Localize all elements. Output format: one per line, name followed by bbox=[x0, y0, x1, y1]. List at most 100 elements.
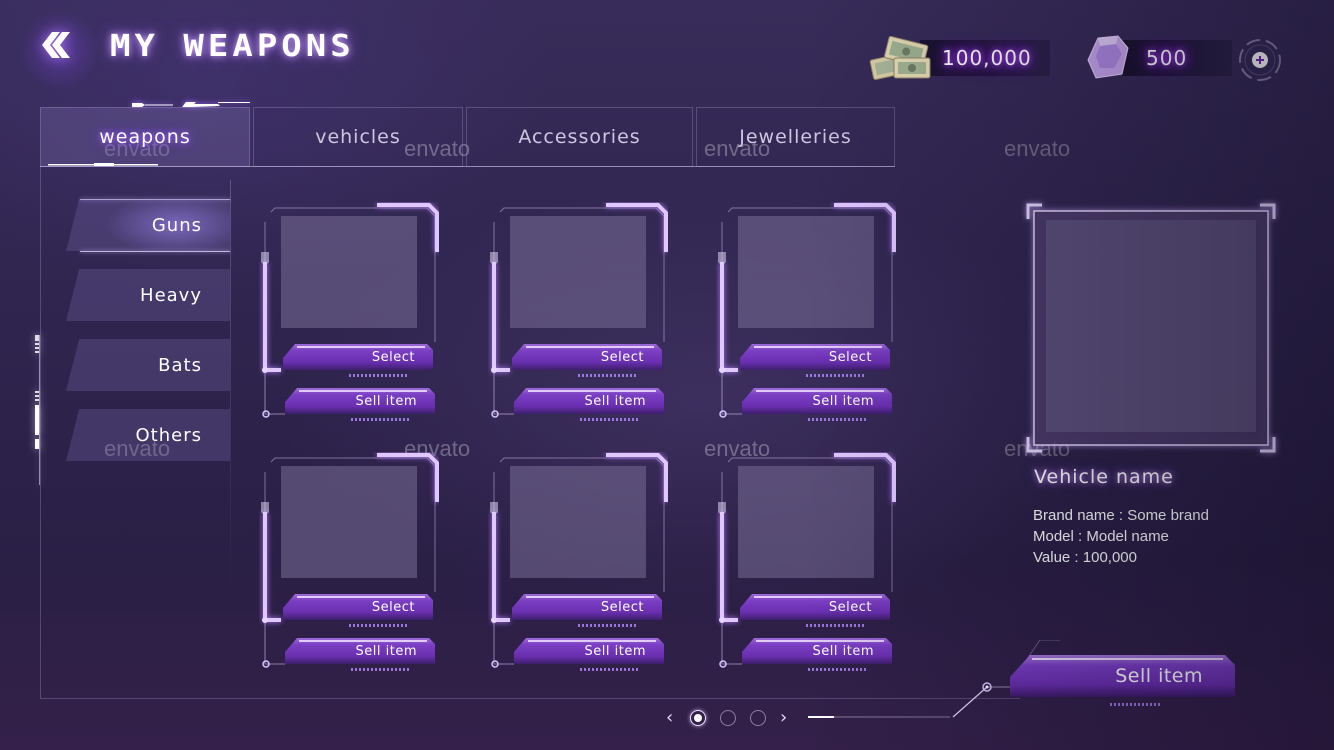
sell-label: Sell item bbox=[355, 643, 417, 659]
category-bats[interactable]: Bats bbox=[66, 339, 230, 391]
button-decoration bbox=[351, 418, 411, 421]
tab-baseline bbox=[40, 166, 895, 167]
pagination-next[interactable]: › bbox=[780, 708, 794, 728]
button-decoration bbox=[578, 624, 638, 627]
sell-selected-item-button[interactable]: Sell item bbox=[1010, 655, 1235, 697]
item-image-placeholder bbox=[738, 466, 874, 578]
tab-accessories[interactable]: Accessories bbox=[466, 107, 693, 167]
button-decoration bbox=[580, 418, 640, 421]
detail-brand: Brand name : Some brand bbox=[1033, 507, 1209, 524]
sell-label: Sell item bbox=[1115, 665, 1203, 687]
detail-model: Model : Model name bbox=[1033, 528, 1169, 545]
gem-balance: 500 bbox=[1122, 40, 1232, 76]
chevron-left-icon: ‹ bbox=[666, 707, 674, 728]
item-card[interactable]: Select Sell item bbox=[716, 452, 896, 682]
plus-circle-icon bbox=[1239, 39, 1281, 81]
select-label: Select bbox=[828, 599, 872, 615]
watermark: envato bbox=[104, 136, 171, 161]
sell-label: Sell item bbox=[584, 393, 646, 409]
detail-value: Value : 100,000 bbox=[1033, 549, 1137, 566]
item-image-placeholder bbox=[510, 216, 646, 328]
watermark: envato bbox=[404, 136, 471, 161]
sell-label: Sell item bbox=[812, 643, 874, 659]
pagination-dot-1[interactable] bbox=[690, 710, 706, 726]
select-label: Select bbox=[600, 349, 644, 365]
button-decoration bbox=[349, 374, 409, 377]
tab-vehicles[interactable]: vehicles bbox=[253, 107, 463, 167]
cash-balance: 100,000 bbox=[920, 40, 1050, 76]
category-guns[interactable]: Guns bbox=[66, 199, 230, 251]
page-title: MY WEAPONS bbox=[110, 28, 355, 64]
scroll-indicator[interactable] bbox=[32, 335, 42, 485]
category-highlight-line bbox=[80, 251, 230, 252]
category-divider bbox=[230, 180, 231, 600]
watermark: envato bbox=[704, 436, 771, 461]
tab-label: vehicles bbox=[315, 126, 401, 148]
back-button[interactable] bbox=[38, 30, 74, 60]
item-card[interactable]: Select Sell item bbox=[259, 202, 439, 432]
sell-item-button[interactable]: Sell item bbox=[285, 388, 435, 414]
card-frame bbox=[490, 453, 668, 668]
pagination-prev[interactable]: ‹ bbox=[666, 708, 680, 728]
tab-weapons[interactable]: weapons bbox=[40, 107, 250, 167]
category-heavy[interactable]: Heavy bbox=[66, 269, 230, 321]
sell-item-button[interactable]: Sell item bbox=[514, 638, 664, 664]
item-card[interactable]: Select Sell item bbox=[488, 452, 668, 682]
item-card[interactable]: Select Sell item bbox=[716, 202, 896, 432]
select-label: Select bbox=[371, 349, 415, 365]
tab-label: Jewelleries bbox=[739, 126, 852, 148]
button-decoration bbox=[578, 374, 638, 377]
select-label: Select bbox=[828, 349, 872, 365]
pagination-dot-3[interactable] bbox=[750, 710, 766, 726]
select-button[interactable]: Select bbox=[512, 594, 662, 620]
sell-item-button[interactable]: Sell item bbox=[285, 638, 435, 664]
cash-value: 100,000 bbox=[942, 46, 1032, 70]
item-image-placeholder bbox=[510, 466, 646, 578]
card-frame bbox=[718, 203, 896, 418]
sell-label: Sell item bbox=[812, 393, 874, 409]
item-card[interactable]: Select Sell item bbox=[259, 452, 439, 682]
gem-value: 500 bbox=[1146, 46, 1188, 70]
select-label: Select bbox=[600, 599, 644, 615]
button-decoration bbox=[806, 624, 866, 627]
add-currency-button[interactable] bbox=[1236, 37, 1284, 83]
item-image-placeholder bbox=[281, 466, 417, 578]
detail-image-placeholder bbox=[1046, 220, 1256, 432]
button-decoration bbox=[580, 668, 640, 671]
category-label: Heavy bbox=[140, 284, 202, 306]
button-decoration bbox=[806, 374, 866, 377]
watermark: envato bbox=[704, 136, 771, 161]
select-button[interactable]: Select bbox=[740, 344, 890, 370]
watermark: envato bbox=[104, 436, 171, 461]
tab-underline-decoration bbox=[48, 163, 158, 166]
card-frame bbox=[261, 203, 439, 418]
select-button[interactable]: Select bbox=[283, 594, 433, 620]
button-decoration bbox=[351, 668, 411, 671]
sell-item-button[interactable]: Sell item bbox=[742, 388, 892, 414]
button-decoration bbox=[808, 418, 868, 421]
cash-stack-icon bbox=[864, 32, 936, 84]
sell-label: Sell item bbox=[355, 393, 417, 409]
select-button[interactable]: Select bbox=[283, 344, 433, 370]
tab-label: weapons bbox=[99, 126, 191, 148]
tab-jewelleries[interactable]: Jewelleries bbox=[696, 107, 895, 167]
item-image-placeholder bbox=[281, 216, 417, 328]
watermark: envato bbox=[1004, 136, 1071, 161]
tab-label: Accessories bbox=[518, 126, 641, 148]
select-button[interactable]: Select bbox=[512, 344, 662, 370]
main-panel bbox=[40, 166, 1020, 699]
select-button[interactable]: Select bbox=[740, 594, 890, 620]
sell-item-button[interactable]: Sell item bbox=[514, 388, 664, 414]
pagination-dot-2[interactable] bbox=[720, 710, 736, 726]
button-decoration bbox=[808, 668, 868, 671]
button-decoration bbox=[349, 624, 409, 627]
item-card[interactable]: Select Sell item bbox=[488, 202, 668, 432]
button-decoration bbox=[1110, 703, 1162, 706]
item-image-placeholder bbox=[738, 216, 874, 328]
category-others[interactable]: Others bbox=[66, 409, 230, 461]
sell-item-button[interactable]: Sell item bbox=[742, 638, 892, 664]
gem-icon bbox=[1084, 32, 1134, 82]
card-frame bbox=[490, 203, 668, 418]
chevron-right-icon: › bbox=[780, 707, 788, 728]
select-label: Select bbox=[371, 599, 415, 615]
